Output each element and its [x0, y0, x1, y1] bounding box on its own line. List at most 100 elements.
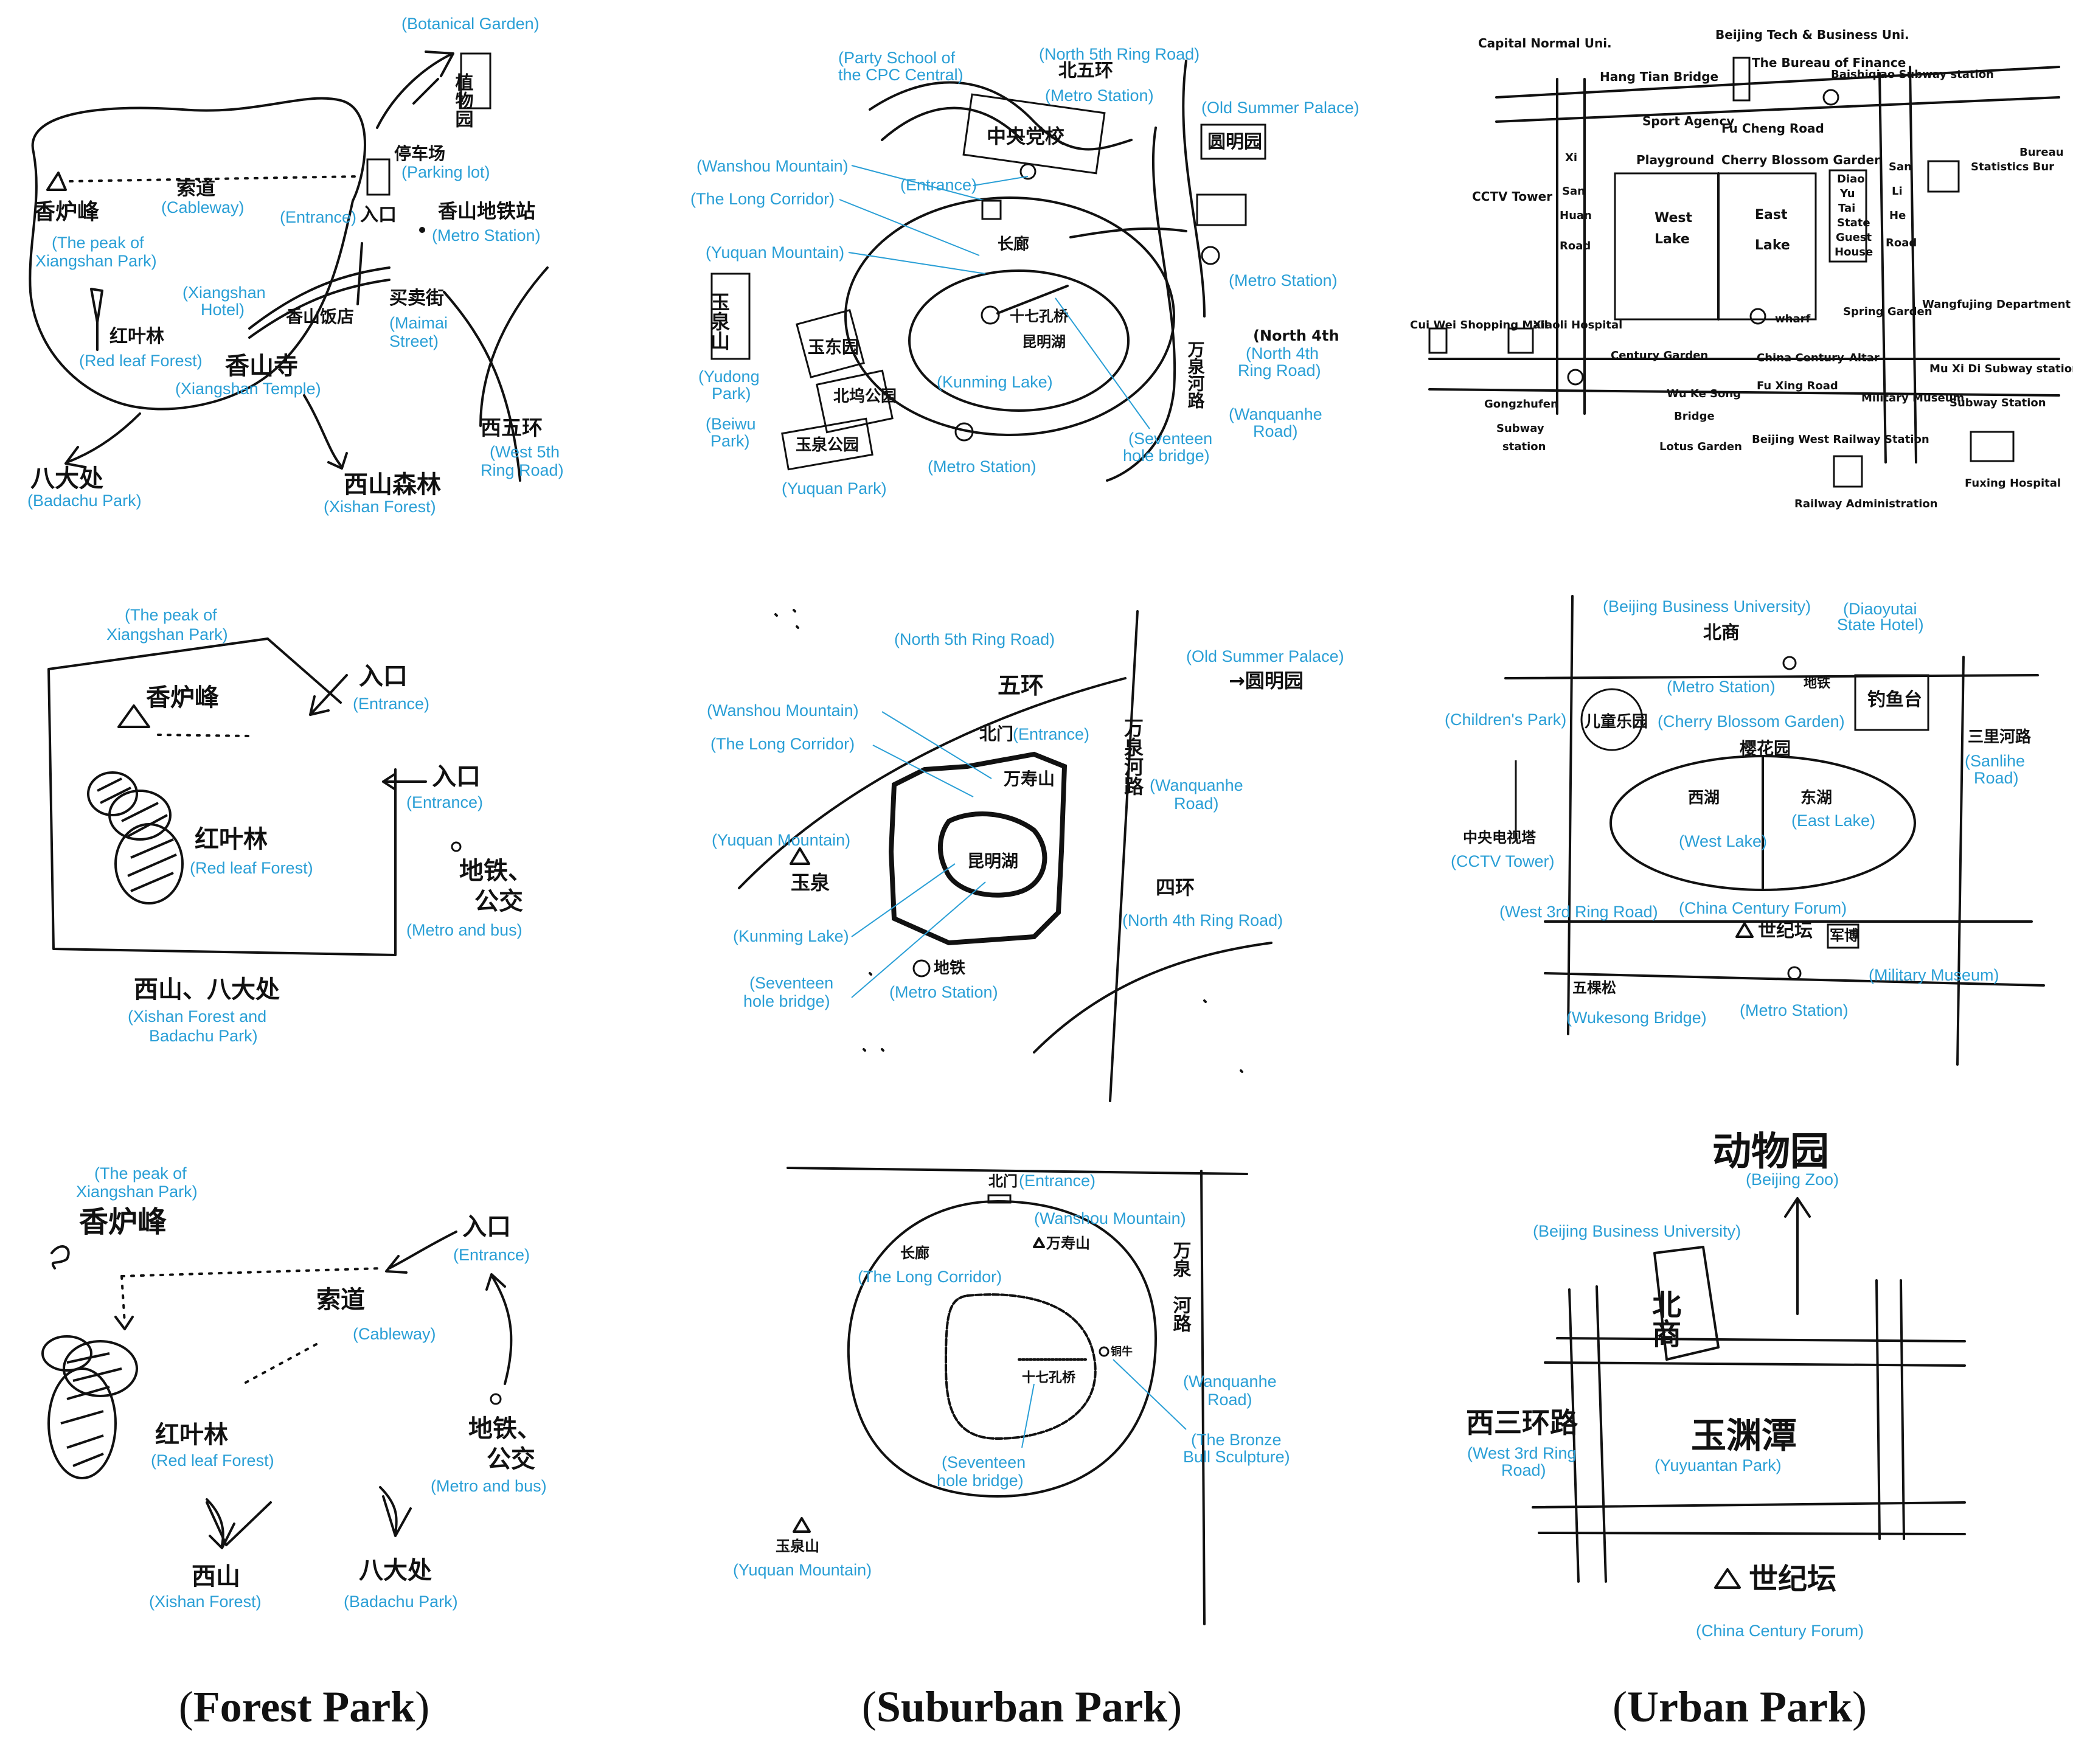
hw-yudong: 玉东园 — [808, 337, 859, 357]
hw-ring: 西五环 — [481, 416, 543, 440]
hw-entrance: 入口 — [360, 204, 397, 226]
hw-diaoyutai-3: Tai — [1838, 202, 1855, 215]
map-suburban-park-3: 北门 (Entrance) (Wanshou Mountain) 万寿山 长廊 … — [733, 1167, 1290, 1625]
park-boundary — [29, 97, 366, 411]
label-bronze-1: (The Bronze — [1191, 1431, 1282, 1449]
label-metrobus: (Metro and bus) — [406, 921, 523, 939]
arrow-botanical — [376, 50, 454, 129]
label-cableway: (Cableway) — [353, 1325, 436, 1343]
label-wanquan-2: Road) — [1207, 1391, 1252, 1409]
road-right — [1200, 1170, 1206, 1625]
hw-entrance: 入口 — [462, 1213, 511, 1241]
park-rectangle — [47, 637, 397, 956]
box-right-2 — [1196, 193, 1247, 226]
hw-chinacentury: China Century — [1757, 352, 1844, 364]
label-wanquan-2: Road) — [1253, 422, 1298, 440]
hw-redleaf: 红叶林 — [109, 326, 164, 347]
label-cctv: (CCTV Tower) — [1451, 852, 1555, 870]
metro-icon-bottom — [954, 422, 974, 442]
park-outer — [847, 1200, 1157, 1498]
leader-seventeen — [851, 881, 986, 998]
label-yuquan-park: (Yuquan Park) — [782, 479, 887, 498]
hw-yuquan: 玉泉 — [791, 871, 830, 894]
peak-mark — [50, 1245, 70, 1269]
lake-dashed — [945, 1293, 1097, 1440]
label-metro-top: (Metro Station) — [1667, 678, 1776, 696]
leader-entrance — [973, 176, 1029, 186]
hw-metrobus-1: 地铁、 — [459, 857, 532, 885]
label-maimai-2: Street) — [389, 332, 439, 350]
label-cableway: (Cableway) — [161, 198, 245, 217]
hw-cctv: CCTV Tower — [1472, 189, 1552, 204]
label-metro: (Metro Station) — [432, 226, 541, 245]
hw-corridor: 长廊 — [900, 1245, 929, 1262]
hw-eastlake-1: East — [1755, 207, 1788, 223]
label-entrance: (Entrance) — [900, 176, 977, 194]
arrow-2 — [412, 78, 439, 105]
hw-seventeen: 十七孔桥 — [1010, 308, 1069, 325]
road-top — [1504, 674, 2039, 679]
road-h4 — [1538, 1532, 1966, 1535]
label-metro-bottom: (Metro Station) — [1740, 1001, 1849, 1019]
forest-shape-2 — [108, 790, 172, 841]
label-metro-right: (Metro Station) — [1229, 271, 1338, 290]
label-badachu: (Badachu Park) — [27, 491, 142, 510]
hw-peak: 香炉峰 — [146, 684, 219, 712]
icon-wharf — [1749, 308, 1766, 325]
label-peak-1: (The peak of — [125, 606, 217, 624]
sanlihe-left — [1878, 72, 1887, 464]
label-entrance: (Entrance) — [453, 1246, 530, 1264]
label-w3-2: Road) — [1501, 1461, 1546, 1479]
label-botanical: (Botanical Garden) — [401, 15, 540, 33]
dotted-path-3 — [242, 1343, 318, 1385]
hall-icon — [981, 200, 1002, 220]
hw-yuyuantan: 玉渊潭 — [1691, 1415, 1797, 1456]
hw-fuxinghosp: Fuxing Hospital — [1965, 477, 2061, 490]
hw-wanquan-2: 河路 — [1170, 1296, 1192, 1332]
hw-seventeen: 十七孔桥 — [1022, 1370, 1075, 1386]
arrow-entrance-1 — [309, 674, 348, 716]
hw-eastlake: 东湖 — [1800, 788, 1832, 807]
label-entrance: (Entrance) — [1019, 1172, 1096, 1190]
hw-metro-top: 地铁 — [1804, 675, 1830, 691]
label-yuquan: (Yuquan Mountain) — [733, 1561, 872, 1579]
caption-forest: (Forest Park) — [179, 1682, 430, 1731]
bldg-xiaoli — [1507, 327, 1534, 354]
hw-ccf: 世纪坛 — [1758, 920, 1813, 942]
hw-military: Military Museum — [1861, 392, 1964, 405]
label-bbu: (Beijing Business University) — [1533, 1222, 1741, 1240]
hw-baishiqiao: Baishiqiao Subway station — [1831, 68, 1994, 81]
label-seventeen-2: hole bridge) — [1123, 446, 1210, 465]
label-kunming: (Kunming Lake) — [937, 373, 1053, 391]
park-block — [1614, 172, 1817, 321]
label-corridor: (The Long Corridor) — [710, 735, 855, 753]
leader-bronze — [1113, 1359, 1187, 1430]
label-n5: (North 5th Ring Road) — [894, 630, 1055, 648]
hw-metrobus-1: 地铁、 — [468, 1415, 541, 1443]
map-suburban-park-1: 中央党校 (Party School of the CPC Central) (… — [690, 45, 1359, 498]
label-metro-top: (Metro Station) — [1045, 86, 1154, 105]
label-entrance-1: (Entrance) — [353, 695, 429, 713]
hw-redleaf: 红叶林 — [155, 1421, 228, 1449]
road-h1 — [1556, 1337, 1966, 1342]
metro-icon — [912, 959, 931, 977]
hw-beiwu: 北坞公园 — [833, 387, 897, 406]
label-entrance-2: (Entrance) — [406, 793, 483, 811]
hw-metro: 香山地铁站 — [438, 200, 535, 223]
hw-sportagency: Sport Agency — [1642, 114, 1734, 128]
label-wanshou: (Wanshou Mountain) — [696, 157, 849, 175]
hw-cctv: 中央电视塔 — [1463, 829, 1537, 846]
hw-finance: The Bureau of Finance — [1752, 55, 1906, 70]
hw-peak: 香炉峰 — [33, 200, 99, 224]
hw-diaoyutai-1: Diao — [1837, 173, 1865, 186]
hw-diaoyutai-2: Yu — [1839, 187, 1855, 200]
leader-seventeen — [1055, 297, 1150, 429]
hw-altar: Altar — [1849, 352, 1880, 364]
leader-wanshou — [881, 711, 992, 779]
label-wanquan-1: (Wanquanhe — [1183, 1372, 1277, 1391]
label-xishan-1: (Xishan Forest and — [128, 1007, 266, 1026]
label-yudong-2: Park) — [712, 384, 751, 403]
ccf-triangle — [1735, 922, 1754, 938]
hw-metro: 地铁 — [934, 959, 965, 977]
